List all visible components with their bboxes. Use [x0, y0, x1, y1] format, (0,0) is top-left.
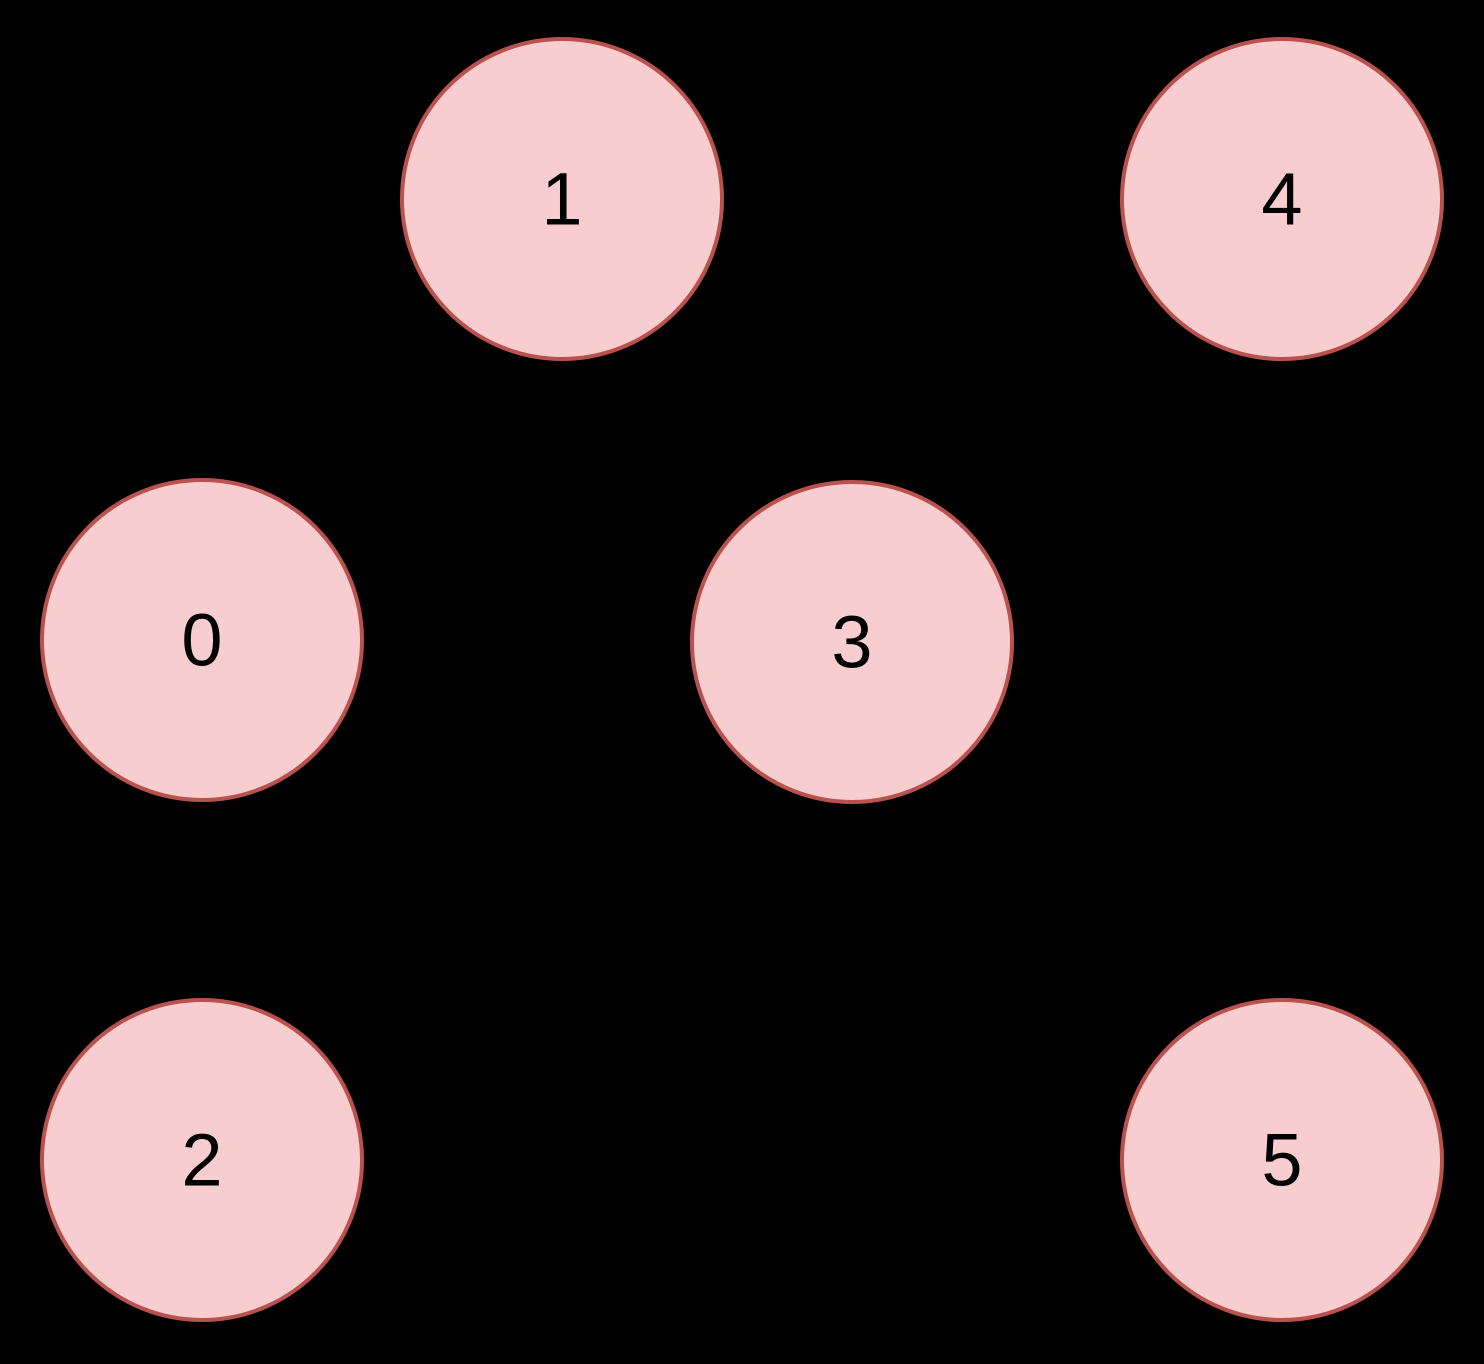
node-circle[interactable]	[40, 998, 364, 1322]
node-label: 4	[1261, 158, 1302, 241]
graph-node-4[interactable]: 4	[1120, 37, 1444, 361]
node-label: 0	[181, 599, 222, 682]
node-circle[interactable]	[690, 480, 1014, 804]
node-layer: 0 1 2 3 4 5	[40, 37, 1444, 1322]
node-label: 5	[1261, 1119, 1302, 1202]
graph-node-0[interactable]: 0	[40, 478, 364, 802]
graph-node-2[interactable]: 2	[40, 998, 364, 1322]
node-circle[interactable]	[40, 478, 364, 802]
graph-node-1[interactable]: 1	[400, 37, 724, 361]
node-label: 3	[831, 601, 872, 684]
node-label: 2	[181, 1119, 222, 1202]
node-circle[interactable]	[1120, 998, 1444, 1322]
graph-node-3[interactable]: 3	[690, 480, 1014, 804]
node-circle[interactable]	[400, 37, 724, 361]
node-circle[interactable]	[1120, 37, 1444, 361]
graph-node-5[interactable]: 5	[1120, 998, 1444, 1322]
node-label: 1	[541, 158, 582, 241]
